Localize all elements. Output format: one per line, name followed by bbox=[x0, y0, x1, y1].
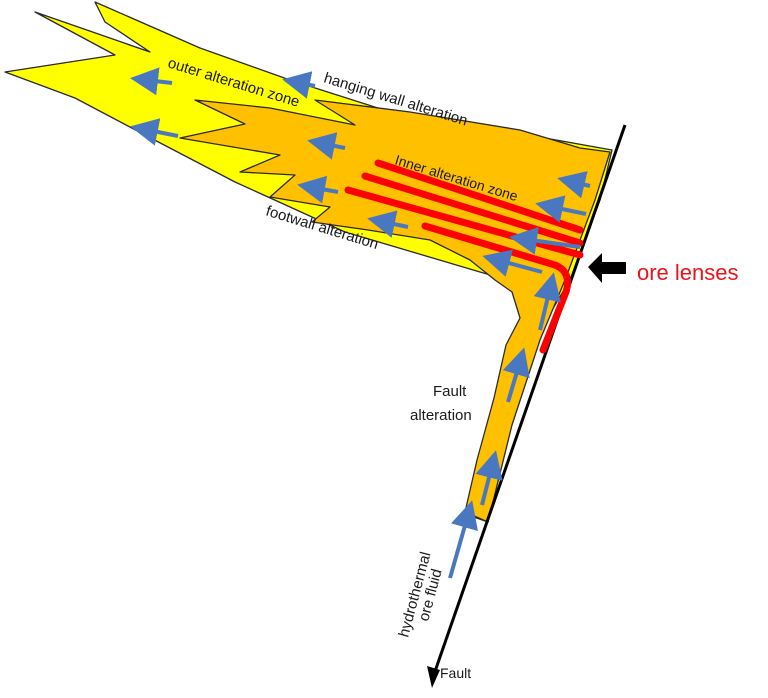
ore-lenses bbox=[344, 159, 584, 354]
flow-arrow-inner-5 bbox=[535, 195, 587, 223]
flow-arrow-outer-2 bbox=[130, 118, 179, 146]
flow-arrow-fault-2 bbox=[502, 347, 530, 403]
flow-arrow-inner-3 bbox=[367, 210, 409, 238]
flow-arrow-outer-3 bbox=[282, 71, 316, 99]
flow-arrow-inner-2 bbox=[297, 175, 339, 204]
ore-lens-2 bbox=[361, 172, 584, 247]
ore-lens-4 bbox=[421, 222, 572, 354]
flow-arrow-fluid bbox=[448, 500, 478, 579]
flow-arrow-outer-1 bbox=[130, 67, 173, 96]
flow-arrow-fault-3 bbox=[475, 450, 503, 506]
ore-lens-3 bbox=[344, 186, 584, 259]
ore-lenses-pointer-arrow bbox=[588, 253, 626, 283]
flow-arrow-inner-7 bbox=[482, 249, 543, 277]
flow-arrows bbox=[130, 67, 591, 579]
label-ore-lenses: ore lenses bbox=[637, 260, 739, 285]
flow-arrow-fault-1 bbox=[533, 272, 561, 331]
flow-arrow-inner-4 bbox=[557, 171, 591, 199]
fault-line bbox=[430, 124, 627, 681]
flow-arrow-inner-6 bbox=[509, 226, 581, 255]
fault-arrowhead bbox=[427, 666, 440, 688]
label-fault-alteration-line1: Fault bbox=[433, 383, 467, 400]
flow-arrow-inner-1 bbox=[307, 132, 346, 160]
label-fault: Fault bbox=[440, 665, 471, 681]
label-fault-alteration-line2: alteration bbox=[410, 407, 472, 424]
